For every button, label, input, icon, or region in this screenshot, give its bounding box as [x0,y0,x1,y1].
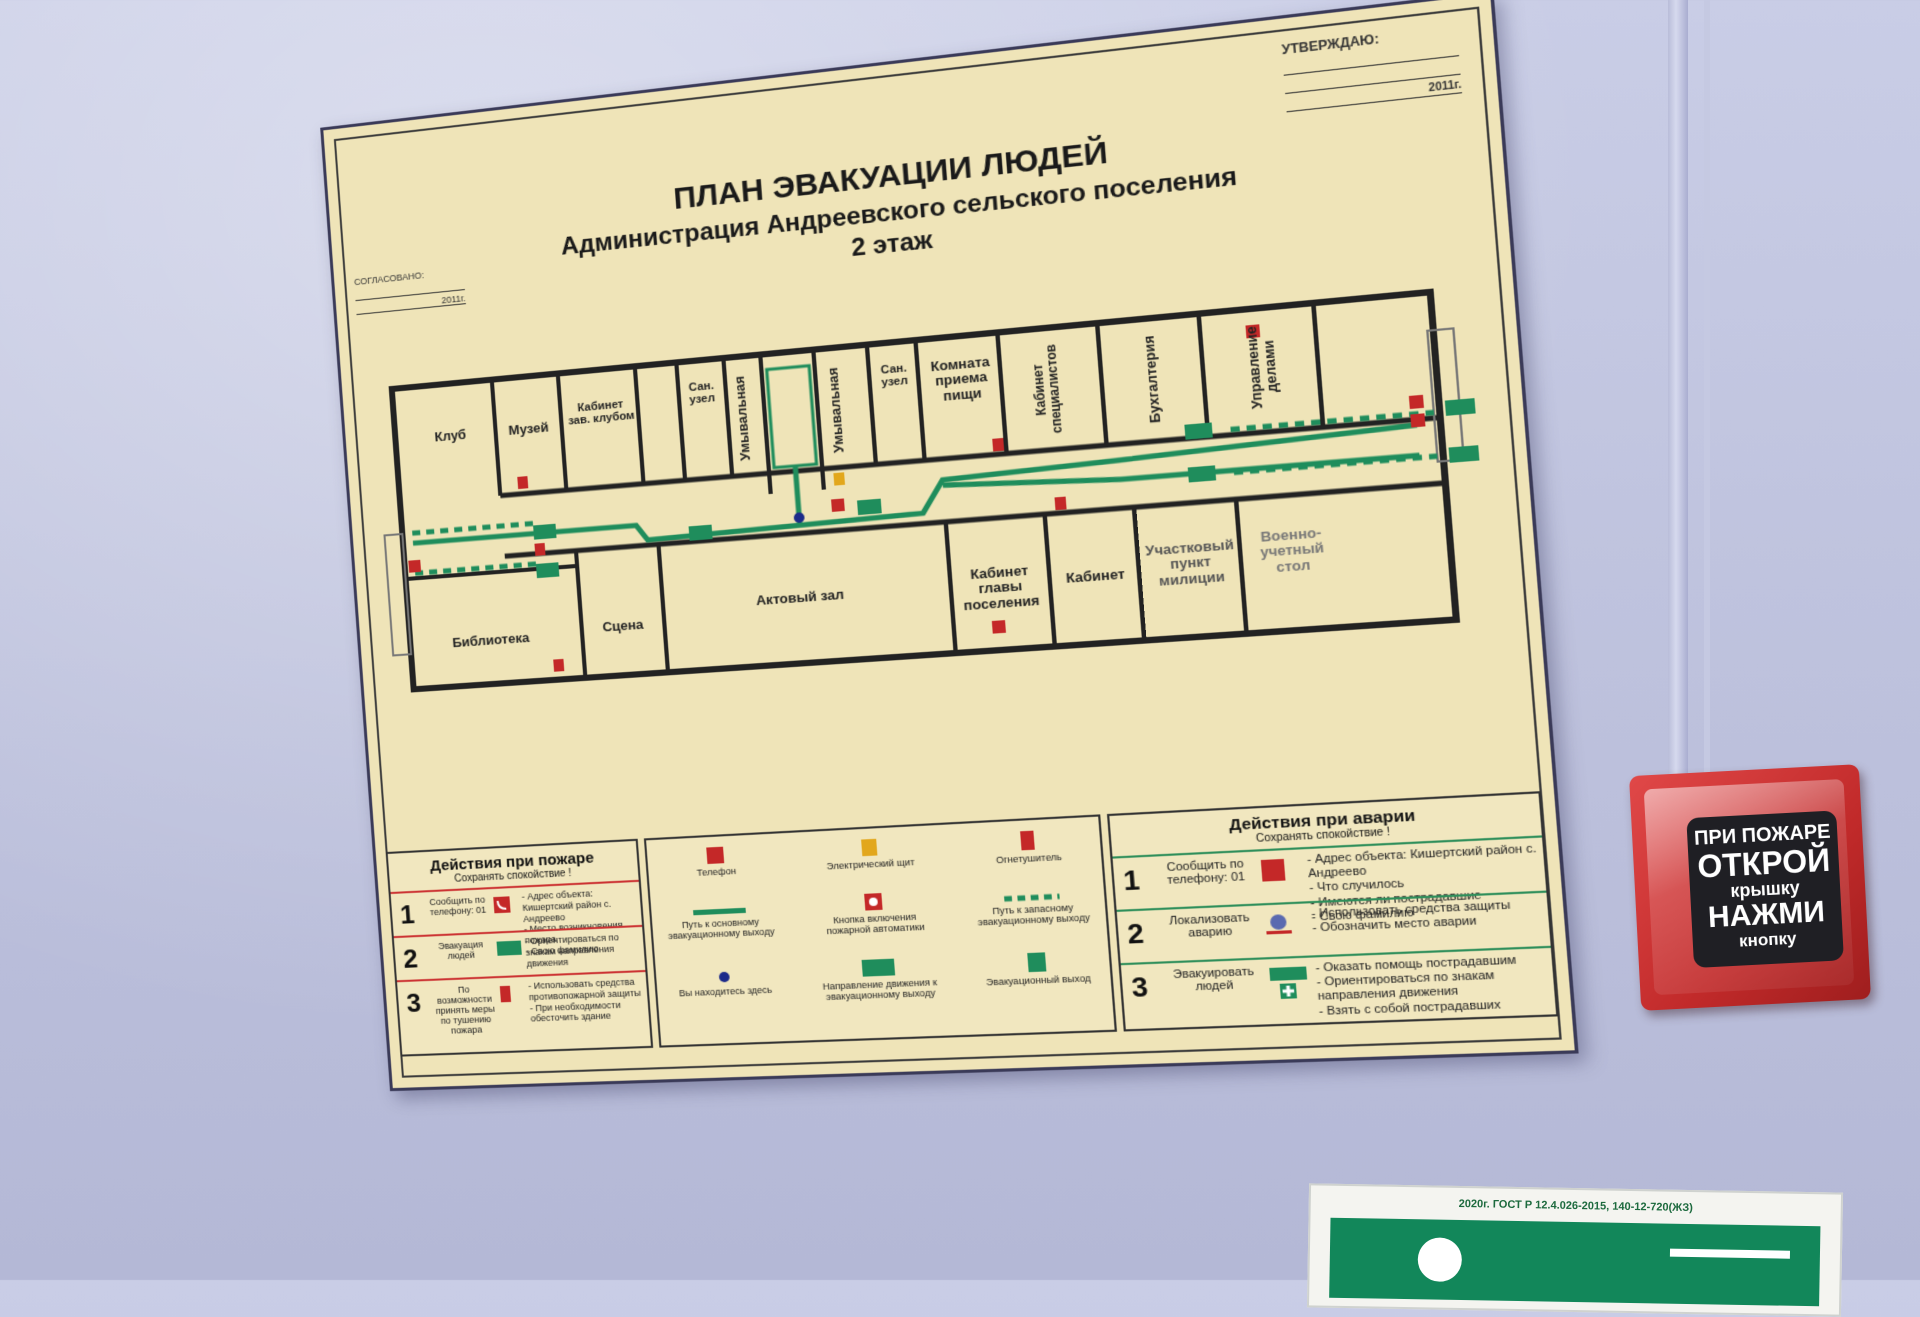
fire-step-3: 3 По возможности принять меры по тушению… [396,969,649,1036]
extinguisher-icon [499,985,512,1003]
room-police: Участковый пункт милиции [1144,536,1235,589]
extinguisher-mark [1054,496,1067,511]
legend-panel-electric: Электрический щит [804,836,935,873]
direction-sign [535,562,560,579]
alarm-button-mark [408,559,422,573]
electric-panel-icon [861,838,878,857]
exit-sign-green-field [1329,1217,1821,1307]
legend-extinguisher: Огнетушитель [961,828,1096,868]
direction-icon [861,958,896,977]
phone-mark [991,620,1006,634]
legend-exit: Эвакуационный выход [970,950,1105,989]
alarm-button-mark [1408,394,1424,410]
step-label: Сообщить по телефону: 01 [1166,857,1246,888]
room-head-office: Кабинет главы поселения [963,562,1041,613]
running-man-icon [1417,1237,1791,1282]
extinguisher-mark [992,437,1005,452]
step-label: По возможности принять меры по тушению п… [435,984,496,1036]
wall-pipe [1668,0,1688,780]
spare-evacuation-path [412,523,533,533]
accident-actions-panel: Действия при аварии Сохранять спокойстви… [1106,791,1559,1032]
exit-sign-plan [1448,444,1484,463]
exit-icon [1027,952,1047,973]
exit-sign-plan [1444,397,1480,416]
you-are-here-mark [793,512,805,524]
step-label: Сообщить по телефону: 01 [429,894,487,918]
step-text: - Использовать средства защиты - Обознач… [1310,898,1511,935]
room-meal: Комната приема пищи [929,353,991,404]
alarm-button-mark [1410,413,1426,428]
phone-icon [1260,858,1286,882]
fire-call-point[interactable]: ПРИ ПОЖАРЕ ОТКРОЙ крышку НАЖМИ кнопку [1629,764,1871,1011]
direction-sign [688,524,713,541]
direction-sign [533,523,557,540]
exit-sign-caption: 2020г. ГОСТ Р 12.4.026-2015, 140-12-720(… [1458,1197,1693,1215]
fire-actions-panel: Действия при пожаре Сохранять спокойстви… [385,838,654,1057]
step-number: 1 [1122,863,1141,897]
step-text: - Ориентироваться по знакам направления … [524,932,620,969]
alarm-button-mark [831,498,845,512]
evacuation-plan-board: УТВЕРЖДАЮ: 2011г. СОГЛАСОВАНО: 2011г. ПЛ… [320,0,1579,1092]
legend-alarm-button: Кнопка включения пожарной автоматики [808,890,940,937]
call-point-line-2: ОТКРОЙ [1696,841,1831,885]
step-label: Эвакуировать людей [1172,965,1255,994]
stairs [767,366,817,468]
protection-icon [1266,914,1292,935]
exit-direction-icon [496,940,522,956]
step-number: 2 [402,943,419,974]
step-label: Локализовать аварию [1168,911,1250,940]
phone-icon [706,846,725,865]
extinguisher-mark [534,542,546,556]
fire-step-2: 2 Эвакуация людей - Ориентироваться по з… [393,924,646,981]
legend-spare-path: Путь к запасному эвакуационному выходу [966,891,1101,928]
step-number: 1 [399,898,416,930]
room-wc-1: Сан. узел [688,379,716,407]
step-label: Эвакуация людей [437,939,484,961]
wall-pipe-thin [1704,0,1710,780]
direction-sign [1184,422,1213,440]
floor-plan-drawing [369,245,1484,741]
legend-you-are-here: Вы находитесь здесь [661,968,789,999]
legend-panel: Телефон Электрический щит Огнетушитель П… [643,814,1118,1048]
legend-main-path: Путь к основному эвакуационному выходу [657,906,785,942]
direction-sign [1187,465,1217,483]
step-number: 3 [1130,970,1150,1004]
call-point-line-4: НАЖМИ [1707,895,1826,935]
legend-phone: Телефон [652,844,780,881]
main-path-icon [693,907,746,916]
first-aid-icon [1269,966,1308,1000]
electric-panel-mark [833,472,846,486]
extinguisher-icon [1020,830,1035,851]
fire-step-1: 1 Сообщить по телефону: 01 - Адрес объек… [390,879,642,957]
extinguisher-mark [553,658,565,672]
step-text: - Использовать средства противопожарной … [527,976,642,1024]
step-number: 3 [405,987,423,1019]
step-text: - Оказать помощь пострадавшим - Ориентир… [1315,953,1517,1018]
room-wc-2: Сан. узел [880,362,909,390]
call-point-face[interactable]: ПРИ ПОЖАРЕ ОТКРОЙ крышку НАЖМИ кнопку [1686,810,1844,969]
floor-plan: Клуб Музей Кабинет зав. клубом Сан. узел… [369,245,1496,741]
direction-sign [857,498,882,516]
room-military: Военно-учетный стол [1259,524,1325,575]
extinguisher-mark [517,476,529,490]
alarm-button-icon [864,893,883,911]
spare-path-icon [1004,893,1060,902]
phone-icon [493,896,511,914]
legend-direction: Направление движения к эвакуационному вы… [813,957,946,1004]
step-number: 2 [1126,917,1145,950]
exit-sign: 2020г. ГОСТ Р 12.4.026-2015, 140-12-720(… [1306,1183,1844,1317]
you-are-here-icon [718,971,730,983]
